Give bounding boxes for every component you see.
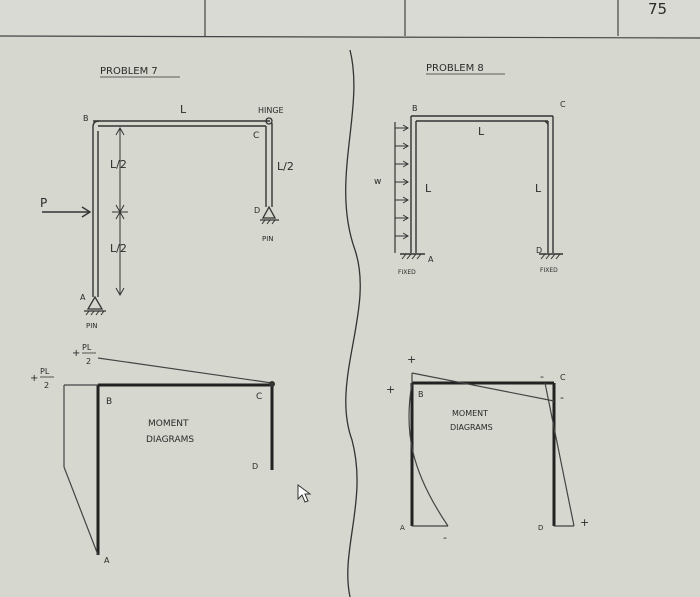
p7-frame — [92, 120, 273, 297]
p7-pin-d-label: PIN — [262, 235, 274, 243]
p7-moment-heading-1: MOMENT — [148, 419, 189, 429]
p7-moment-diagram — [63, 357, 275, 556]
p8-moment-node-c: C — [560, 373, 566, 382]
p8-moment-minus-top: - — [540, 370, 544, 383]
p7-title: PROBLEM 7 — [100, 66, 158, 77]
wavy-divider — [345, 49, 361, 597]
mouse-cursor-icon — [297, 484, 312, 503]
p7-moment-node-c: C — [256, 392, 262, 402]
p8-length-top: L — [478, 125, 485, 138]
p8-moment-plus-bottom: + — [580, 516, 589, 529]
p7-moment-plus-1: + — [72, 348, 80, 359]
p8-node-a: A — [428, 255, 434, 264]
p7-hinge-icon — [265, 117, 273, 125]
p7-pin-support-d-icon — [260, 205, 279, 225]
p7-pin-a-label: PIN — [86, 322, 98, 330]
page-number: 75 — [648, 0, 667, 18]
p7-half-1: L/2 — [110, 158, 127, 171]
p7-moment-plus-2: + — [30, 373, 38, 384]
p8-load-w: w — [374, 177, 381, 187]
p7-node-a: A — [80, 293, 86, 302]
p7-dimension-lines — [112, 126, 128, 297]
p7-half-3: L/2 — [110, 242, 127, 255]
p8-title: PROBLEM 8 — [426, 63, 484, 74]
p8-moment-node-a: A — [400, 524, 405, 532]
p7-moment-node-d: D — [252, 462, 258, 471]
p8-moment-node-d: D — [538, 524, 543, 532]
p8-moment-diagram — [408, 372, 575, 527]
p8-length-left: L — [425, 182, 432, 195]
p7-node-c: C — [253, 131, 259, 141]
p8-moment-heading-2: DIAGRAMS — [450, 423, 493, 432]
p8-distributed-load-icon — [394, 122, 409, 253]
p7-load-arrow-icon — [42, 206, 92, 218]
header-table — [0, 0, 700, 39]
p8-fixed-support-a-icon — [400, 253, 425, 260]
p8-frame — [410, 115, 554, 253]
p7-node-d: D — [254, 206, 260, 215]
p8-length-right: L — [535, 182, 542, 195]
p7-moment-pl-num-2: PL — [40, 367, 50, 376]
p8-fixed-d-label: FIXED — [540, 267, 558, 274]
p8-node-c: C — [560, 100, 566, 109]
p7-moment-pl-den-2: 2 — [44, 381, 49, 390]
p8-fixed-a-label: FIXED — [398, 269, 416, 276]
p8-node-d: D — [536, 246, 542, 255]
p7-moment-heading-2: DIAGRAMS — [146, 435, 194, 445]
p8-moment-plus-top: + — [407, 353, 416, 366]
p7-pin-support-a-icon — [84, 295, 106, 316]
p7-moment-pl-num-1: PL — [82, 343, 92, 352]
p8-moment-node-b: B — [418, 390, 424, 399]
p8-node-b: B — [412, 104, 418, 113]
p7-hinge-label: HINGE — [258, 106, 284, 115]
p7-node-b: B — [83, 114, 89, 123]
p7-moment-node-b: B — [106, 397, 112, 407]
p7-moment-pl-den-1: 2 — [86, 357, 91, 366]
p8-moment-heading-1: MOMENT — [452, 409, 488, 418]
p8-moment-plus-left: + — [386, 383, 395, 396]
p8-moment-minus-right: - — [560, 391, 564, 404]
p8-fixed-support-d-icon — [539, 253, 563, 260]
p7-half-2: L/2 — [277, 160, 294, 173]
p8-moment-minus-bottom: - — [443, 531, 447, 544]
p7-moment-node-a: A — [104, 556, 110, 565]
p7-load-p: P — [40, 196, 47, 210]
p7-length-top: L — [180, 103, 187, 116]
